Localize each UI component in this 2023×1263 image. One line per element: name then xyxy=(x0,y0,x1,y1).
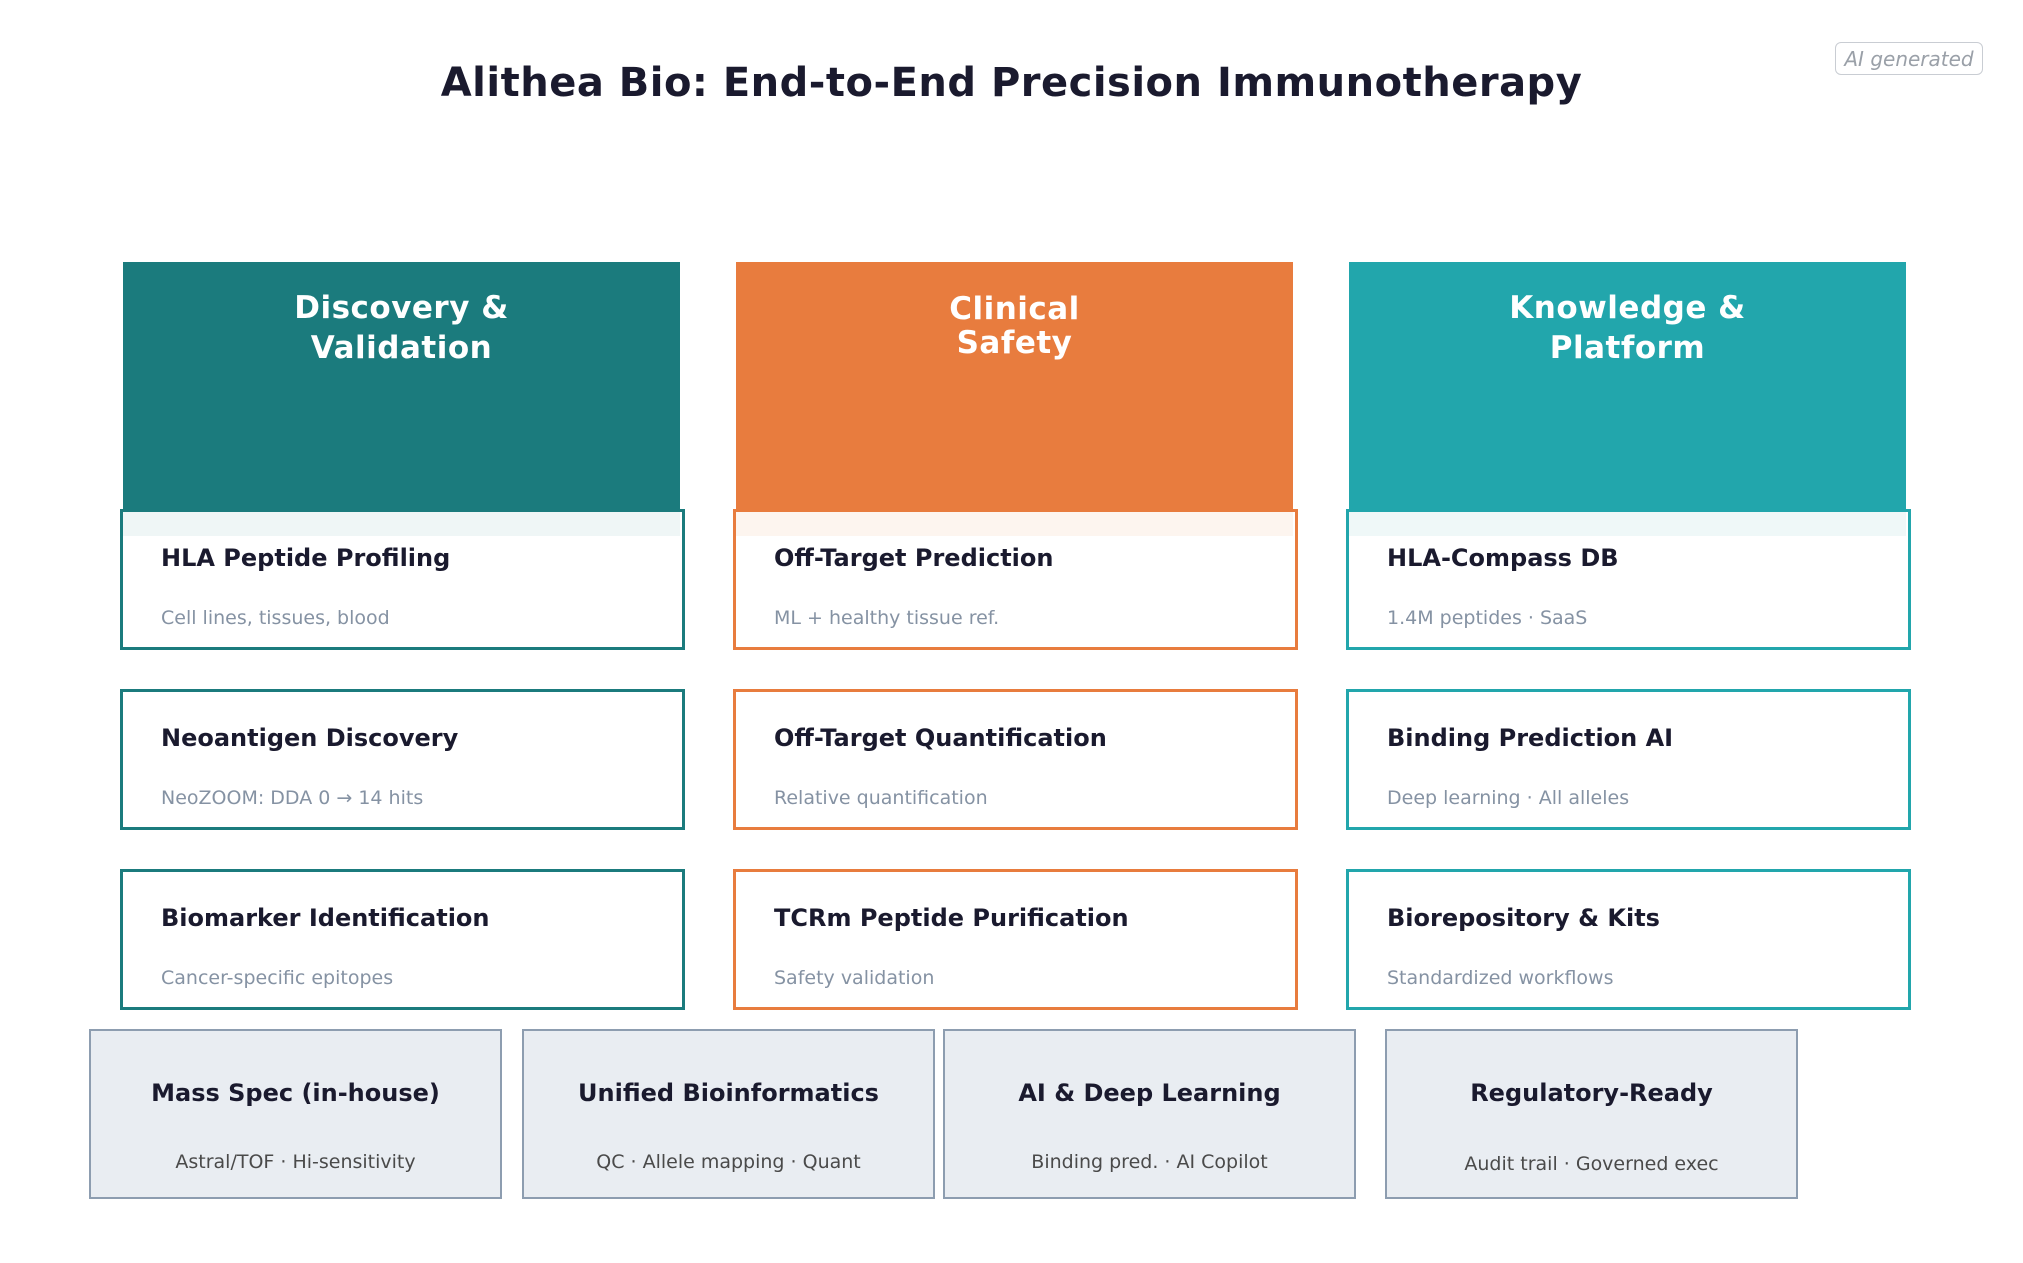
foundation-subtitle: Binding pred. · AI Copilot xyxy=(1031,1151,1268,1173)
foundation-mass-spec: Mass Spec (in-house) Astral/TOF · Hi-sen… xyxy=(89,1029,502,1199)
column-header-discovery: Discovery & Validation xyxy=(123,262,680,536)
card-title: Neoantigen Discovery xyxy=(161,724,459,752)
card-title: HLA Peptide Profiling xyxy=(161,544,451,572)
card-subtitle: ML + healthy tissue ref. xyxy=(774,607,1000,629)
foundation-unified-bioinformatics: Unified Bioinformatics QC · Allele mappi… xyxy=(522,1029,935,1199)
card-off-target-quantification: Off-Target Quantification Relative quant… xyxy=(733,689,1298,830)
foundation-subtitle: Audit trail · Governed exec xyxy=(1464,1153,1719,1175)
card-biorepository-kits: Biorepository & Kits Standardized workfl… xyxy=(1346,869,1911,1010)
foundation-subtitle: QC · Allele mapping · Quant xyxy=(596,1151,861,1173)
card-title: TCRm Peptide Purification xyxy=(774,904,1129,932)
column-title: Knowledge & Platform xyxy=(1509,290,1746,366)
card-hla-peptide-profiling: HLA Peptide Profiling Cell lines, tissue… xyxy=(120,509,685,650)
card-subtitle: Cell lines, tissues, blood xyxy=(161,607,390,629)
column-header-clinical: Clinical Safety xyxy=(736,262,1293,536)
card-binding-prediction-ai: Binding Prediction AI Deep learning · Al… xyxy=(1346,689,1911,830)
foundation-ai-deep-learning: AI & Deep Learning Binding pred. · AI Co… xyxy=(943,1029,1356,1199)
card-hla-compass-db: HLA-Compass DB 1.4M peptides · SaaS xyxy=(1346,509,1911,650)
foundation-title: Mass Spec (in-house) xyxy=(151,1079,440,1107)
card-title: Off-Target Prediction xyxy=(774,544,1054,572)
card-neoantigen-discovery: Neoantigen Discovery NeoZOOM: DDA 0 → 14… xyxy=(120,689,685,830)
card-subtitle: Safety validation xyxy=(774,967,935,989)
card-title: Biorepository & Kits xyxy=(1387,904,1660,932)
card-biomarker-identification: Biomarker Identification Cancer-specific… xyxy=(120,869,685,1010)
card-subtitle: 1.4M peptides · SaaS xyxy=(1387,607,1588,629)
card-title: Off-Target Quantification xyxy=(774,724,1107,752)
card-title: Biomarker Identification xyxy=(161,904,490,932)
column-header-knowledge: Knowledge & Platform xyxy=(1349,262,1906,536)
card-title: HLA-Compass DB xyxy=(1387,544,1619,572)
card-title: Binding Prediction AI xyxy=(1387,724,1674,752)
card-subtitle: Relative quantification xyxy=(774,787,988,809)
card-tcrm-peptide-purification: TCRm Peptide Purification Safety validat… xyxy=(733,869,1298,1010)
foundation-title: AI & Deep Learning xyxy=(1018,1079,1281,1107)
card-subtitle: Cancer-specific epitopes xyxy=(161,967,394,989)
ai-generated-badge: AI generated xyxy=(1835,42,1983,75)
page-title: Alithea Bio: End-to-End Precision Immuno… xyxy=(440,60,1583,106)
foundation-title: Regulatory-Ready xyxy=(1470,1079,1713,1107)
foundation-title: Unified Bioinformatics xyxy=(578,1079,879,1107)
card-subtitle: Deep learning · All alleles xyxy=(1387,787,1630,809)
card-subtitle: NeoZOOM: DDA 0 → 14 hits xyxy=(161,787,424,809)
foundation-subtitle: Astral/TOF · Hi-sensitivity xyxy=(175,1151,416,1173)
column-title: Discovery & Validation xyxy=(294,290,509,366)
column-title: Clinical Safety xyxy=(949,291,1080,361)
card-subtitle: Standardized workflows xyxy=(1387,967,1614,989)
foundation-regulatory-ready: Regulatory-Ready Audit trail · Governed … xyxy=(1385,1029,1798,1199)
card-off-target-prediction: Off-Target Prediction ML + healthy tissu… xyxy=(733,509,1298,650)
